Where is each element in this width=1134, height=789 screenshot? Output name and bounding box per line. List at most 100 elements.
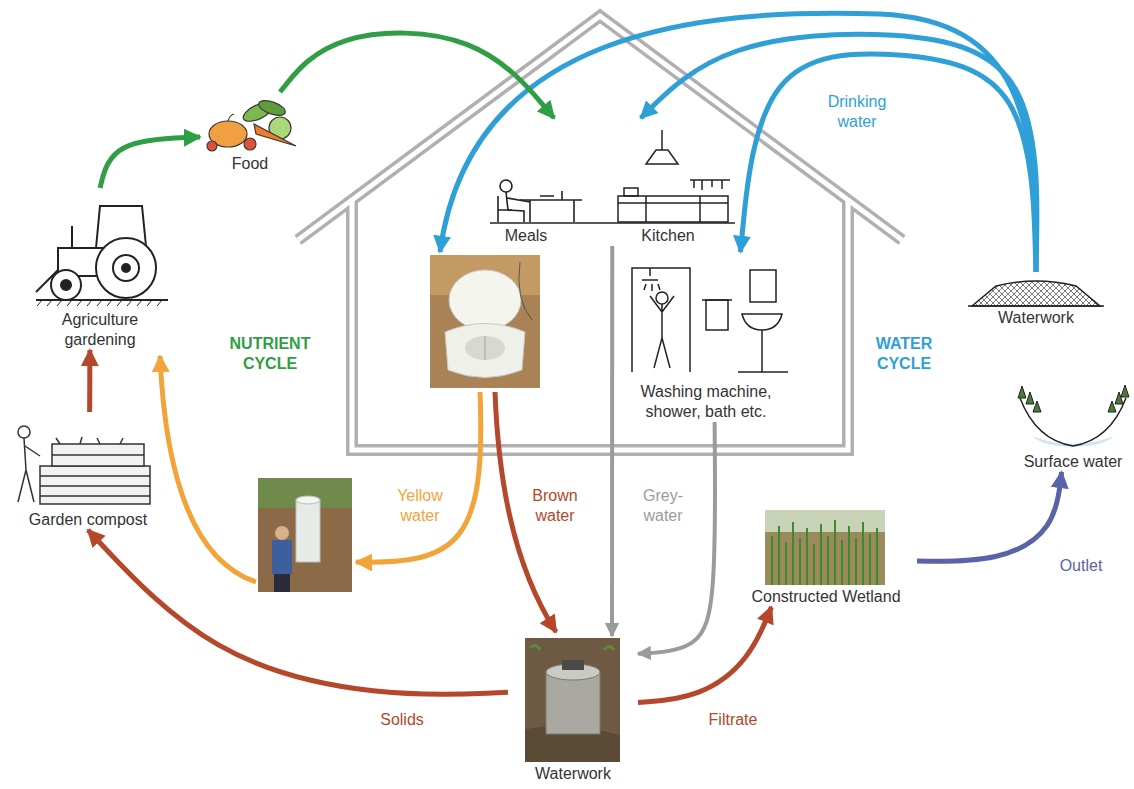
node-caption: Constructed Wetland [739, 587, 913, 607]
compost-bins [18, 426, 30, 438]
person-at-table [498, 180, 582, 222]
tractor [37, 300, 162, 306]
picture-space [490, 118, 562, 226]
flow-arrow [641, 34, 1037, 272]
urine-tank-photo [274, 574, 290, 592]
urine-tank-photo [258, 478, 352, 592]
bathroom [742, 314, 782, 330]
picture-space [604, 118, 732, 226]
kitchen [690, 180, 730, 190]
flow-arrow-art [356, 392, 481, 562]
flow-arrow [740, 54, 1036, 272]
node-caption: Meals [490, 226, 562, 246]
waterwork-photo [525, 638, 620, 762]
person-at-table [540, 191, 562, 200]
bathroom [738, 371, 788, 373]
node-caption: Food [204, 154, 296, 174]
house-outline [352, 200, 848, 450]
bathroom [702, 299, 732, 301]
person-at-table [500, 180, 512, 192]
waterwork-reservoir [972, 281, 1100, 306]
illustrated-node: Kitchen [600, 118, 736, 246]
compost-bins [52, 454, 144, 456]
node-caption: Kitchen [604, 226, 732, 246]
kitchen [624, 188, 638, 196]
kitchen [646, 150, 678, 164]
food-vegetables [207, 141, 217, 151]
waterwork-reservoir [968, 305, 1104, 307]
kitchen [661, 130, 663, 150]
waterwork-photo [546, 672, 600, 734]
bathroom [644, 284, 660, 291]
node-caption: Garden compost [10, 510, 166, 530]
bathroom [750, 270, 776, 302]
tractor [113, 255, 139, 281]
wetland-photo [765, 510, 885, 585]
illustrated-node: Surface water [1016, 384, 1130, 472]
food-vegetables [254, 124, 296, 146]
waterwork-photo [562, 660, 584, 670]
compost-bins [40, 476, 150, 496]
food-vegetables [207, 98, 296, 151]
toilet-photo [445, 324, 525, 378]
picture-space [624, 252, 788, 382]
tractor [61, 280, 71, 290]
flow-arrow [87, 350, 92, 412]
illustrated-node: Constructed Wetland [735, 505, 917, 607]
node-caption: Agriculture gardening [32, 310, 168, 350]
illustrated-node: Agriculture gardening [28, 188, 172, 350]
illustrated-node: Waterwork [508, 636, 638, 784]
illustrated-node: Washing machine, shower, bath etc. [620, 252, 792, 422]
flow-arrow [100, 137, 200, 188]
toilet-photo [449, 270, 521, 330]
tractor [71, 226, 73, 248]
waterwork-photo [525, 638, 620, 762]
wetland-photo [765, 510, 885, 532]
cycle-label: WATER CYCLE [858, 334, 950, 374]
food-vegetables [257, 98, 287, 119]
tractor [36, 206, 168, 306]
toilet-photo [484, 336, 486, 360]
toilet-photo [465, 336, 505, 360]
urine-tank-photo [258, 478, 352, 508]
picture-space [1020, 384, 1126, 452]
node-caption: Waterwork [512, 764, 634, 784]
node-caption: Washing machine, shower, bath etc. [624, 382, 788, 422]
illustrated-node: Meals [486, 118, 566, 246]
tractor [36, 270, 58, 292]
compost-bins [56, 437, 123, 444]
compost-bins [18, 438, 40, 502]
picture-space [512, 636, 634, 764]
flow-arrow [280, 33, 554, 118]
flow-arrow [638, 422, 715, 654]
illustrated-node: Food [200, 92, 300, 174]
urine-tank-photo [275, 526, 289, 540]
node-caption: Waterwork [972, 308, 1100, 328]
flow-label: Drinking water [812, 92, 902, 132]
wetland-photo [772, 520, 877, 585]
food-vegetables [244, 138, 256, 150]
flow-label: Grey- water [632, 486, 694, 526]
kitchen [618, 130, 730, 222]
compost-bins [40, 466, 150, 504]
bathroom [650, 296, 674, 368]
urine-tank-photo [296, 500, 320, 562]
house-outline [352, 200, 848, 450]
person-at-table [520, 200, 582, 222]
node-caption: Surface water [1020, 452, 1126, 472]
picture-space [204, 92, 296, 154]
urine-tank-photo [296, 496, 320, 504]
flow-arrow [610, 246, 614, 636]
bathroom [632, 268, 788, 372]
flow-arrow [638, 607, 771, 703]
urine-tank-photo [258, 478, 352, 592]
flow-arrow [88, 530, 508, 694]
surface-water [1018, 385, 1129, 412]
toilet-photo [430, 255, 540, 388]
picture-space [32, 188, 168, 310]
tractor [96, 238, 156, 298]
flow-arrow-art [160, 356, 256, 582]
